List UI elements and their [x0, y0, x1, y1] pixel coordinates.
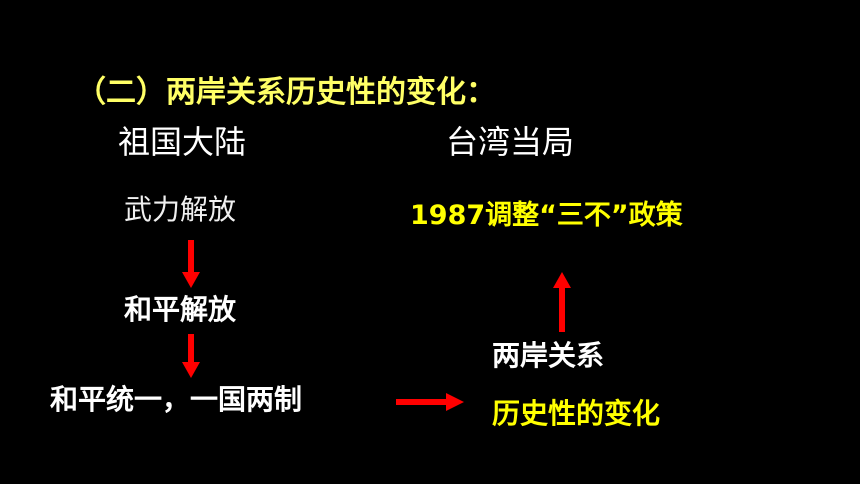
- slide-heading: （二）两岸关系历史性的变化：: [76, 75, 496, 110]
- arrow-down-icon: [182, 334, 200, 378]
- arrow-up-icon: [553, 272, 571, 332]
- mainland-step-peaceful-reunification: 和平统一，一国两制: [50, 383, 303, 416]
- mainland-step-peaceful-liberation: 和平解放: [124, 293, 237, 326]
- mainland-column-title: 祖国大陆: [118, 123, 247, 161]
- historic-change-label: 历史性的变化: [492, 397, 661, 430]
- taiwan-column-title: 台湾当局: [446, 123, 575, 161]
- taiwan-policy-adjustment: 1987调整“三不”政策: [410, 200, 683, 231]
- arrow-down-icon: [182, 240, 200, 288]
- mainland-step-armed-liberation: 武力解放: [124, 193, 237, 226]
- arrow-right-icon: [396, 393, 464, 411]
- cross-strait-relations-label: 两岸关系: [492, 339, 605, 372]
